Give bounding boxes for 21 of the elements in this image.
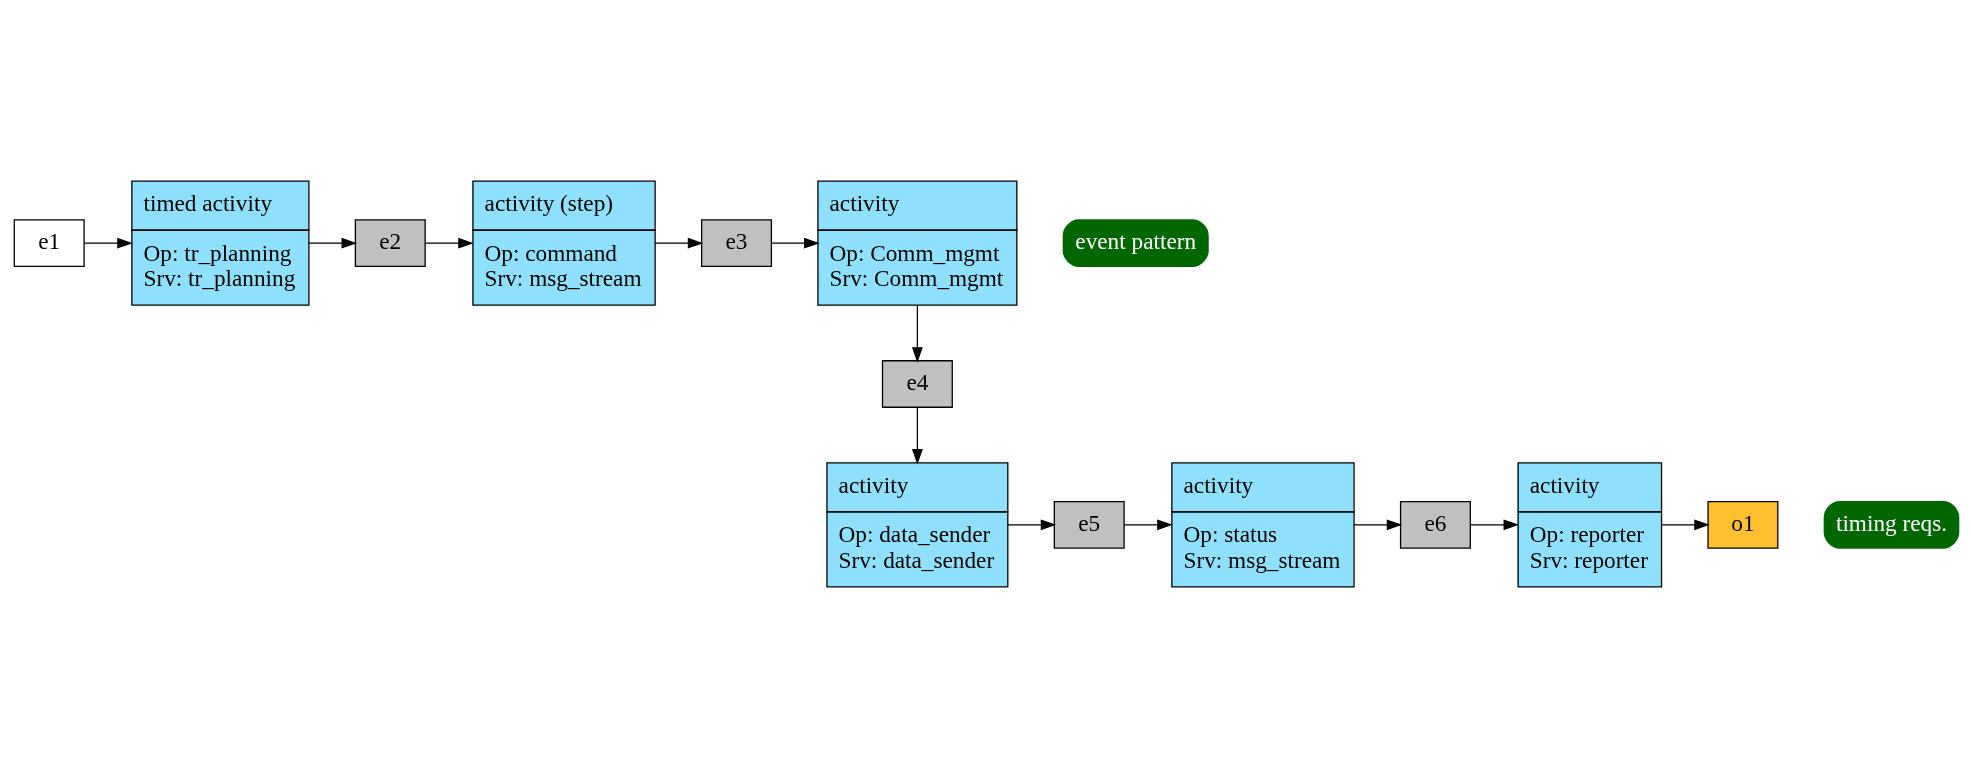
arrow [424,237,474,249]
node-box: e4 [881,360,953,408]
arrow [307,237,357,249]
node-box: e5 [1053,500,1125,549]
arrow [1352,519,1402,531]
arrow [653,237,703,249]
arrow [770,237,820,249]
node-box: e3 [700,219,772,268]
node-box: e6 [1399,500,1471,549]
node-box: e2 [354,219,426,268]
node-box: event pattern [1062,219,1209,268]
arrow [1123,519,1173,531]
arrow [1006,519,1056,531]
arrow [911,406,923,465]
node-box: timing reqs. [1823,500,1959,549]
arrow [83,237,133,249]
node-box: o1 [1706,500,1778,549]
node-box: e1 [13,219,85,268]
arrow [1469,519,1519,531]
arrow [911,304,923,363]
arrow [1660,519,1710,531]
